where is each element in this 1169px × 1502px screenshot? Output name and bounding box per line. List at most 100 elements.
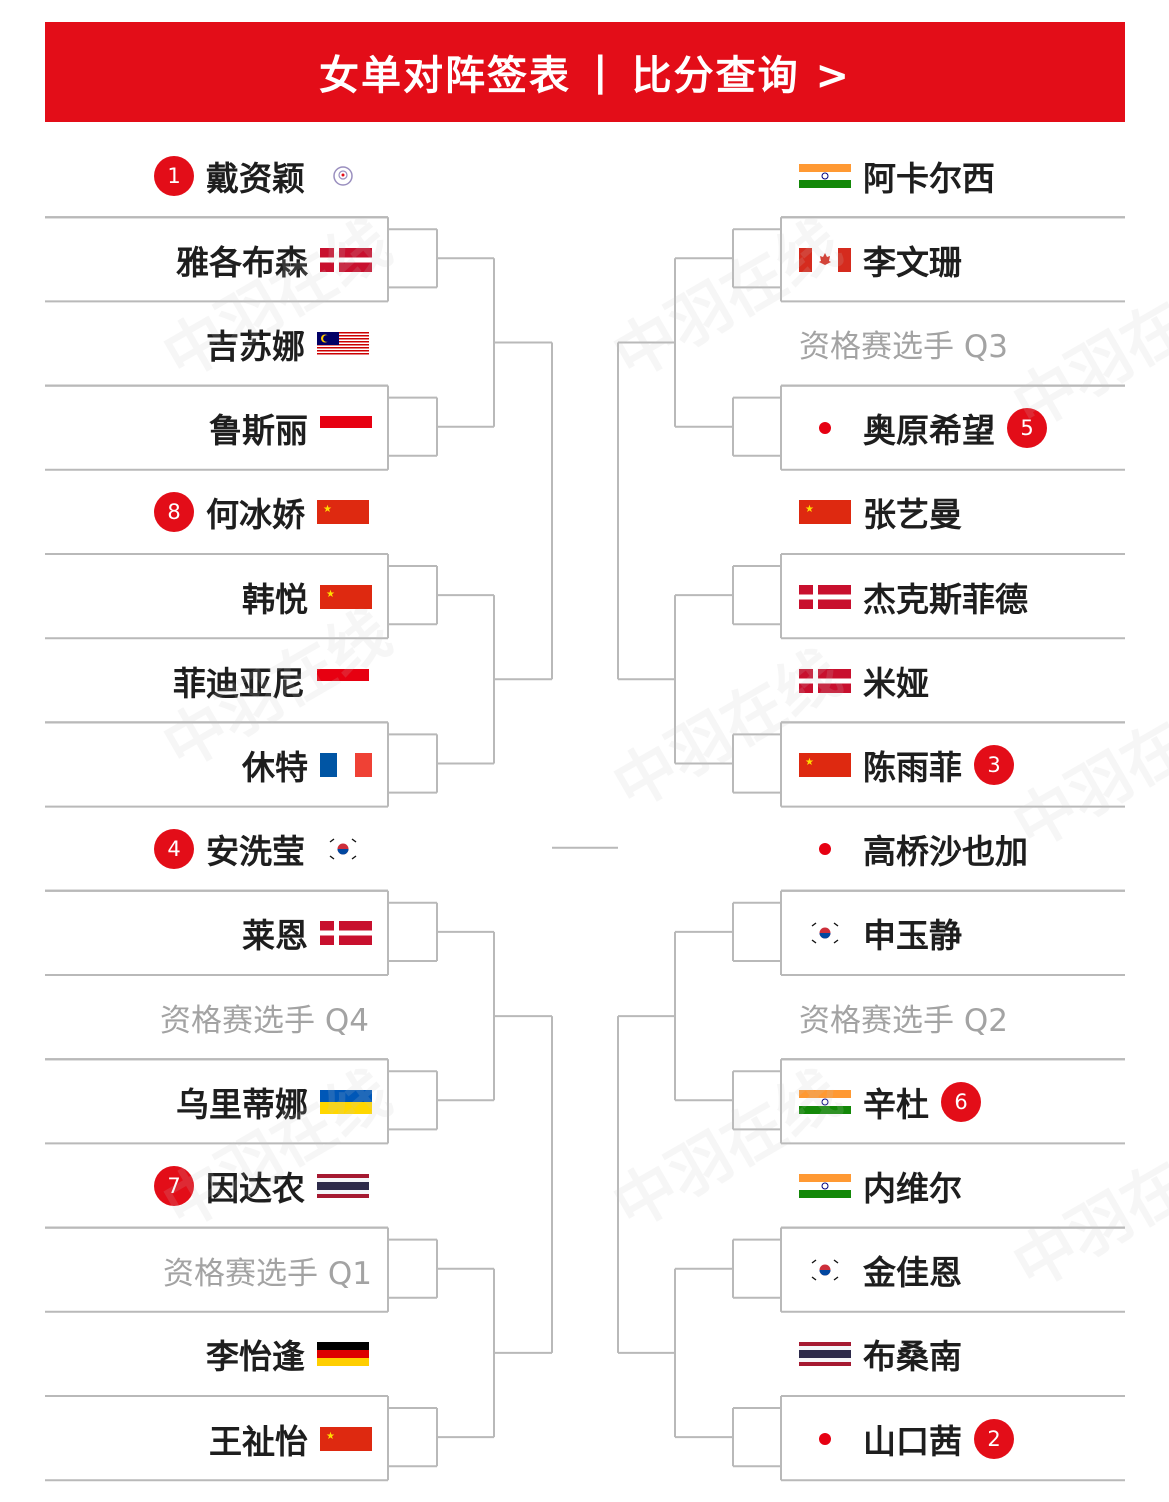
seed-badge: 2 — [974, 1418, 1014, 1459]
flag-den-icon — [320, 247, 372, 272]
player-name: 乌里蒂娜 — [176, 1084, 308, 1124]
flag-chn-icon: ★ — [320, 584, 372, 609]
flag-jpn-icon — [799, 1426, 851, 1451]
player-slot-right[interactable]: 内维尔 — [781, 1143, 1125, 1228]
qualifier-name: 资格赛选手 Q1 — [163, 1255, 372, 1292]
svg-text:★: ★ — [326, 1431, 335, 1442]
draw-header-button[interactable]: 女单对阵签表 | 比分查询 > — [45, 22, 1125, 122]
seed-badge: 8 — [154, 492, 194, 533]
player-name: 申玉静 — [863, 916, 962, 956]
player-slot-left[interactable]: 资格赛选手 Q4 — [45, 975, 385, 1060]
seed-badge: 4 — [154, 829, 194, 870]
seed-badge: 6 — [941, 1081, 981, 1122]
player-slot-right[interactable]: 杰克斯菲德 — [781, 554, 1125, 639]
flag-ind-icon — [799, 163, 851, 188]
flag-den-icon — [799, 584, 851, 609]
svg-text:★: ★ — [805, 504, 814, 515]
flag-tha-icon — [799, 1342, 851, 1367]
player-name: 布桑南 — [863, 1337, 962, 1377]
player-name: 米娅 — [863, 663, 929, 703]
flag-jpn-icon — [799, 416, 851, 441]
flag-can-icon — [799, 247, 851, 272]
player-slot-right[interactable]: 高桥沙也加 — [781, 807, 1125, 892]
player-slot-right[interactable]: 布桑南 — [781, 1312, 1125, 1397]
player-slot-right[interactable]: 资格赛选手 Q3 — [781, 301, 1125, 386]
player-slot-left[interactable]: 8 何冰娇 ★ — [45, 470, 385, 555]
player-name: 内维尔 — [863, 1168, 962, 1208]
player-name: 高桥沙也加 — [863, 832, 1028, 872]
qualifier-name: 资格赛选手 Q4 — [160, 1003, 369, 1039]
flag-ina-icon — [317, 668, 369, 693]
player-name: 休特 — [242, 747, 308, 787]
player-slot-right[interactable]: 米娅 — [781, 638, 1125, 723]
flag-ind-icon — [799, 1089, 851, 1114]
player-slot-left[interactable]: 李怡逢 — [45, 1312, 385, 1397]
player-slot-right[interactable]: 李文珊 — [781, 217, 1125, 302]
qualifier-name: 资格赛选手 Q2 — [799, 1003, 1008, 1039]
player-name: 杰克斯菲德 — [863, 579, 1028, 619]
player-slot-right[interactable]: 申玉静 — [781, 891, 1125, 976]
player-slot-left[interactable]: 莱恩 — [45, 891, 388, 976]
header-separator: | — [592, 49, 610, 95]
player-slot-right[interactable]: 金佳恩 — [781, 1228, 1125, 1313]
player-slot-left[interactable]: 4 安洗莹 — [45, 807, 385, 892]
flag-ina-icon — [320, 416, 372, 441]
player-slot-left[interactable]: 休特 — [45, 722, 388, 807]
player-name: 安洗莹 — [206, 832, 305, 872]
flag-kor-icon — [799, 921, 851, 946]
flag-mas-icon — [317, 331, 369, 356]
player-slot-left[interactable]: 吉苏娜 — [45, 301, 385, 386]
player-name: 阿卡尔西 — [863, 158, 995, 198]
flag-tha-icon — [317, 1173, 369, 1198]
seed-badge: 1 — [154, 155, 194, 196]
player-slot-right[interactable]: ★张艺曼 — [781, 470, 1125, 555]
flag-chn-icon: ★ — [317, 500, 369, 525]
svg-text:★: ★ — [805, 757, 814, 768]
flag-ind-icon — [799, 1173, 851, 1198]
player-slot-right[interactable]: 资格赛选手 Q2 — [781, 975, 1125, 1060]
svg-text:★: ★ — [326, 589, 335, 600]
player-slot-left[interactable]: 王祉怡★ — [45, 1396, 388, 1481]
flag-ger-icon — [317, 1342, 369, 1367]
player-slot-right[interactable]: 辛杜 6 — [781, 1059, 1125, 1144]
player-slot-right[interactable]: 阿卡尔西 — [781, 133, 1125, 218]
player-name: 吉苏娜 — [206, 326, 305, 366]
player-name: 金佳恩 — [863, 1253, 962, 1293]
player-name: 因达农 — [206, 1168, 305, 1208]
score-query-link[interactable]: 比分查询 > — [631, 53, 852, 99]
flag-ukr-icon — [320, 1089, 372, 1114]
flag-chn-icon: ★ — [320, 1426, 372, 1451]
flag-tpe-icon — [317, 163, 369, 188]
player-slot-left[interactable]: 7 因达农 — [45, 1143, 385, 1228]
player-slot-left[interactable]: 鲁斯丽 — [45, 386, 388, 471]
player-slot-left[interactable]: 乌里蒂娜 — [45, 1059, 388, 1144]
player-slot-right[interactable]: 山口茜 2 — [781, 1396, 1125, 1481]
player-name: 何冰娇 — [206, 495, 305, 535]
svg-text:★: ★ — [323, 504, 332, 515]
flag-kor-icon — [799, 1258, 851, 1283]
seed-badge: 7 — [154, 1165, 194, 1206]
player-slot-left[interactable]: 雅各布森 — [45, 217, 388, 302]
player-slot-left[interactable]: 菲迪亚尼 — [45, 638, 385, 723]
flag-den-icon — [799, 668, 851, 693]
flag-kor-icon — [317, 837, 369, 862]
player-name: 山口茜 — [863, 1421, 962, 1461]
player-slot-left[interactable]: 1 戴资颖 — [45, 133, 385, 218]
player-slot-left[interactable]: 资格赛选手 Q1 — [45, 1228, 388, 1313]
player-name: 戴资颖 — [206, 158, 305, 198]
seed-badge: 3 — [974, 744, 1014, 785]
player-name: 辛杜 — [863, 1084, 929, 1124]
flag-chn-icon: ★ — [799, 752, 851, 777]
flag-chn-icon: ★ — [799, 500, 851, 525]
flag-fra-icon — [320, 752, 372, 777]
player-name: 李文珊 — [863, 242, 962, 282]
player-name: 菲迪亚尼 — [173, 663, 305, 703]
player-name: 雅各布森 — [176, 242, 308, 282]
flag-den-icon — [320, 921, 372, 946]
player-name: 鲁斯丽 — [209, 411, 308, 451]
player-name: 韩悦 — [242, 579, 308, 619]
player-name: 奥原希望 — [863, 411, 995, 451]
player-slot-left[interactable]: 韩悦 ★ — [45, 554, 388, 639]
